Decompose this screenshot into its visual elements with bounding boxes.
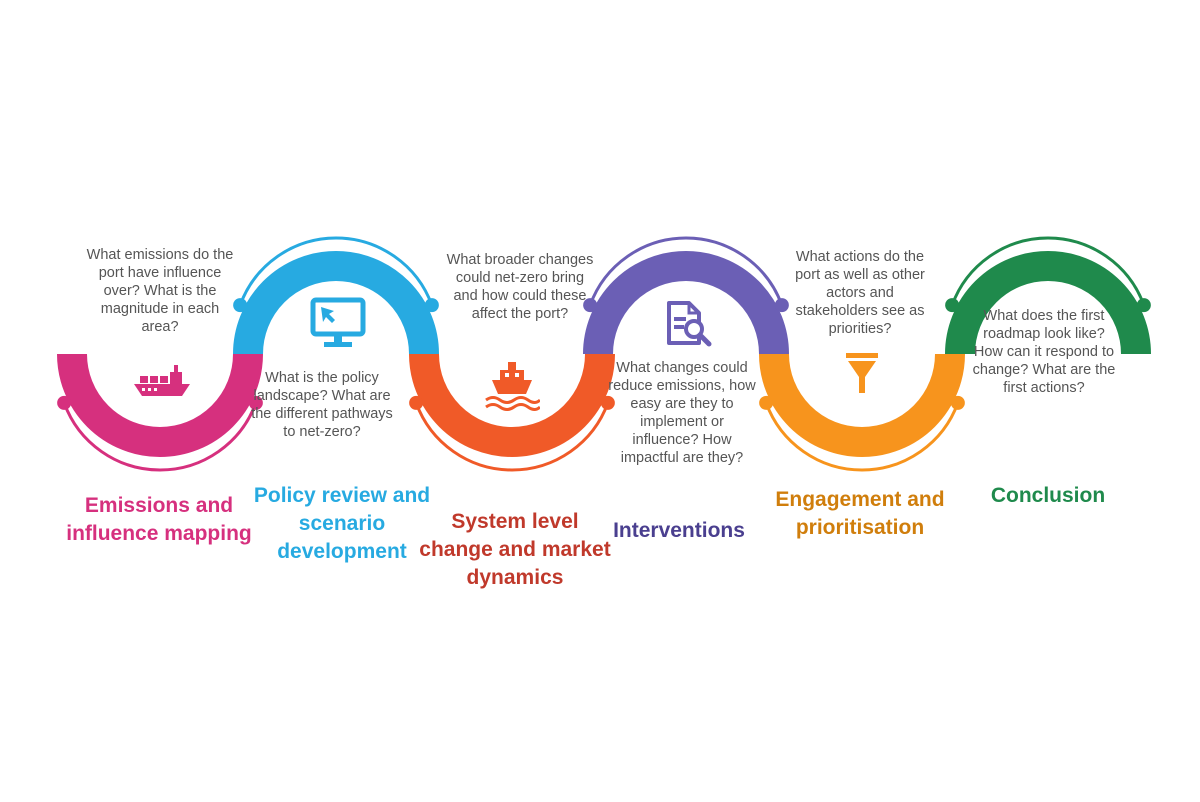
step-6-question: What does the first roadmap look like? H… [972, 308, 1116, 396]
step-2-dot-1 [424, 298, 439, 313]
step-4-outer-arc [588, 236, 784, 306]
step-5-question: What actions do the port as well as othe… [795, 249, 925, 337]
step-2-title: Policy review and scenario development [253, 484, 431, 563]
step-1-dot-1 [248, 395, 263, 410]
step-1-dot-2 [57, 395, 72, 410]
step-1-arc [57, 353, 263, 457]
step-3-outer-arc [414, 402, 610, 472]
step-2-arc [233, 251, 439, 355]
computer-monitor-icon [310, 297, 366, 347]
step-6-arc [945, 251, 1151, 355]
funnel-filter-icon [846, 353, 878, 393]
step-1-outer-arc [62, 402, 258, 472]
step-3-question: What broader changes could net-zero brin… [446, 252, 594, 322]
step-6-dot-2 [945, 298, 960, 313]
step-4-title: Interventions [613, 519, 745, 542]
step-6-outer-arc [950, 236, 1146, 306]
document-search-icon [667, 301, 712, 347]
step-6-title: Conclusion [990, 484, 1106, 507]
step-4-question: What changes could reduce emissions, how… [608, 360, 756, 466]
step-4-dot-2 [583, 298, 598, 313]
step-3-dot-2 [409, 395, 424, 410]
cargo-ship-icon [134, 365, 190, 396]
step-5-dot-2 [759, 395, 774, 410]
ship-on-waves-icon [485, 362, 540, 411]
step-3-dot-1 [600, 395, 615, 410]
step-1-title: Emissions and influence mapping [66, 494, 252, 545]
step-1-question: What emissions do the port have influenc… [86, 247, 234, 335]
step-5-arc [759, 353, 965, 457]
step-4-arc [583, 251, 789, 355]
step-3-title: System level change and market dynamics [419, 510, 611, 589]
step-4-dot-1 [774, 298, 789, 313]
step-3-arc [409, 353, 615, 457]
step-6-dot-1 [1136, 298, 1151, 313]
step-5-title: Engagement and prioritisation [775, 488, 945, 539]
step-5-dot-1 [950, 395, 965, 410]
step-2-question: What is the policy landscape? What are t… [251, 370, 393, 440]
step-5-outer-arc [764, 402, 960, 472]
step-2-dot-2 [233, 298, 248, 313]
step-2-outer-arc [238, 236, 434, 306]
